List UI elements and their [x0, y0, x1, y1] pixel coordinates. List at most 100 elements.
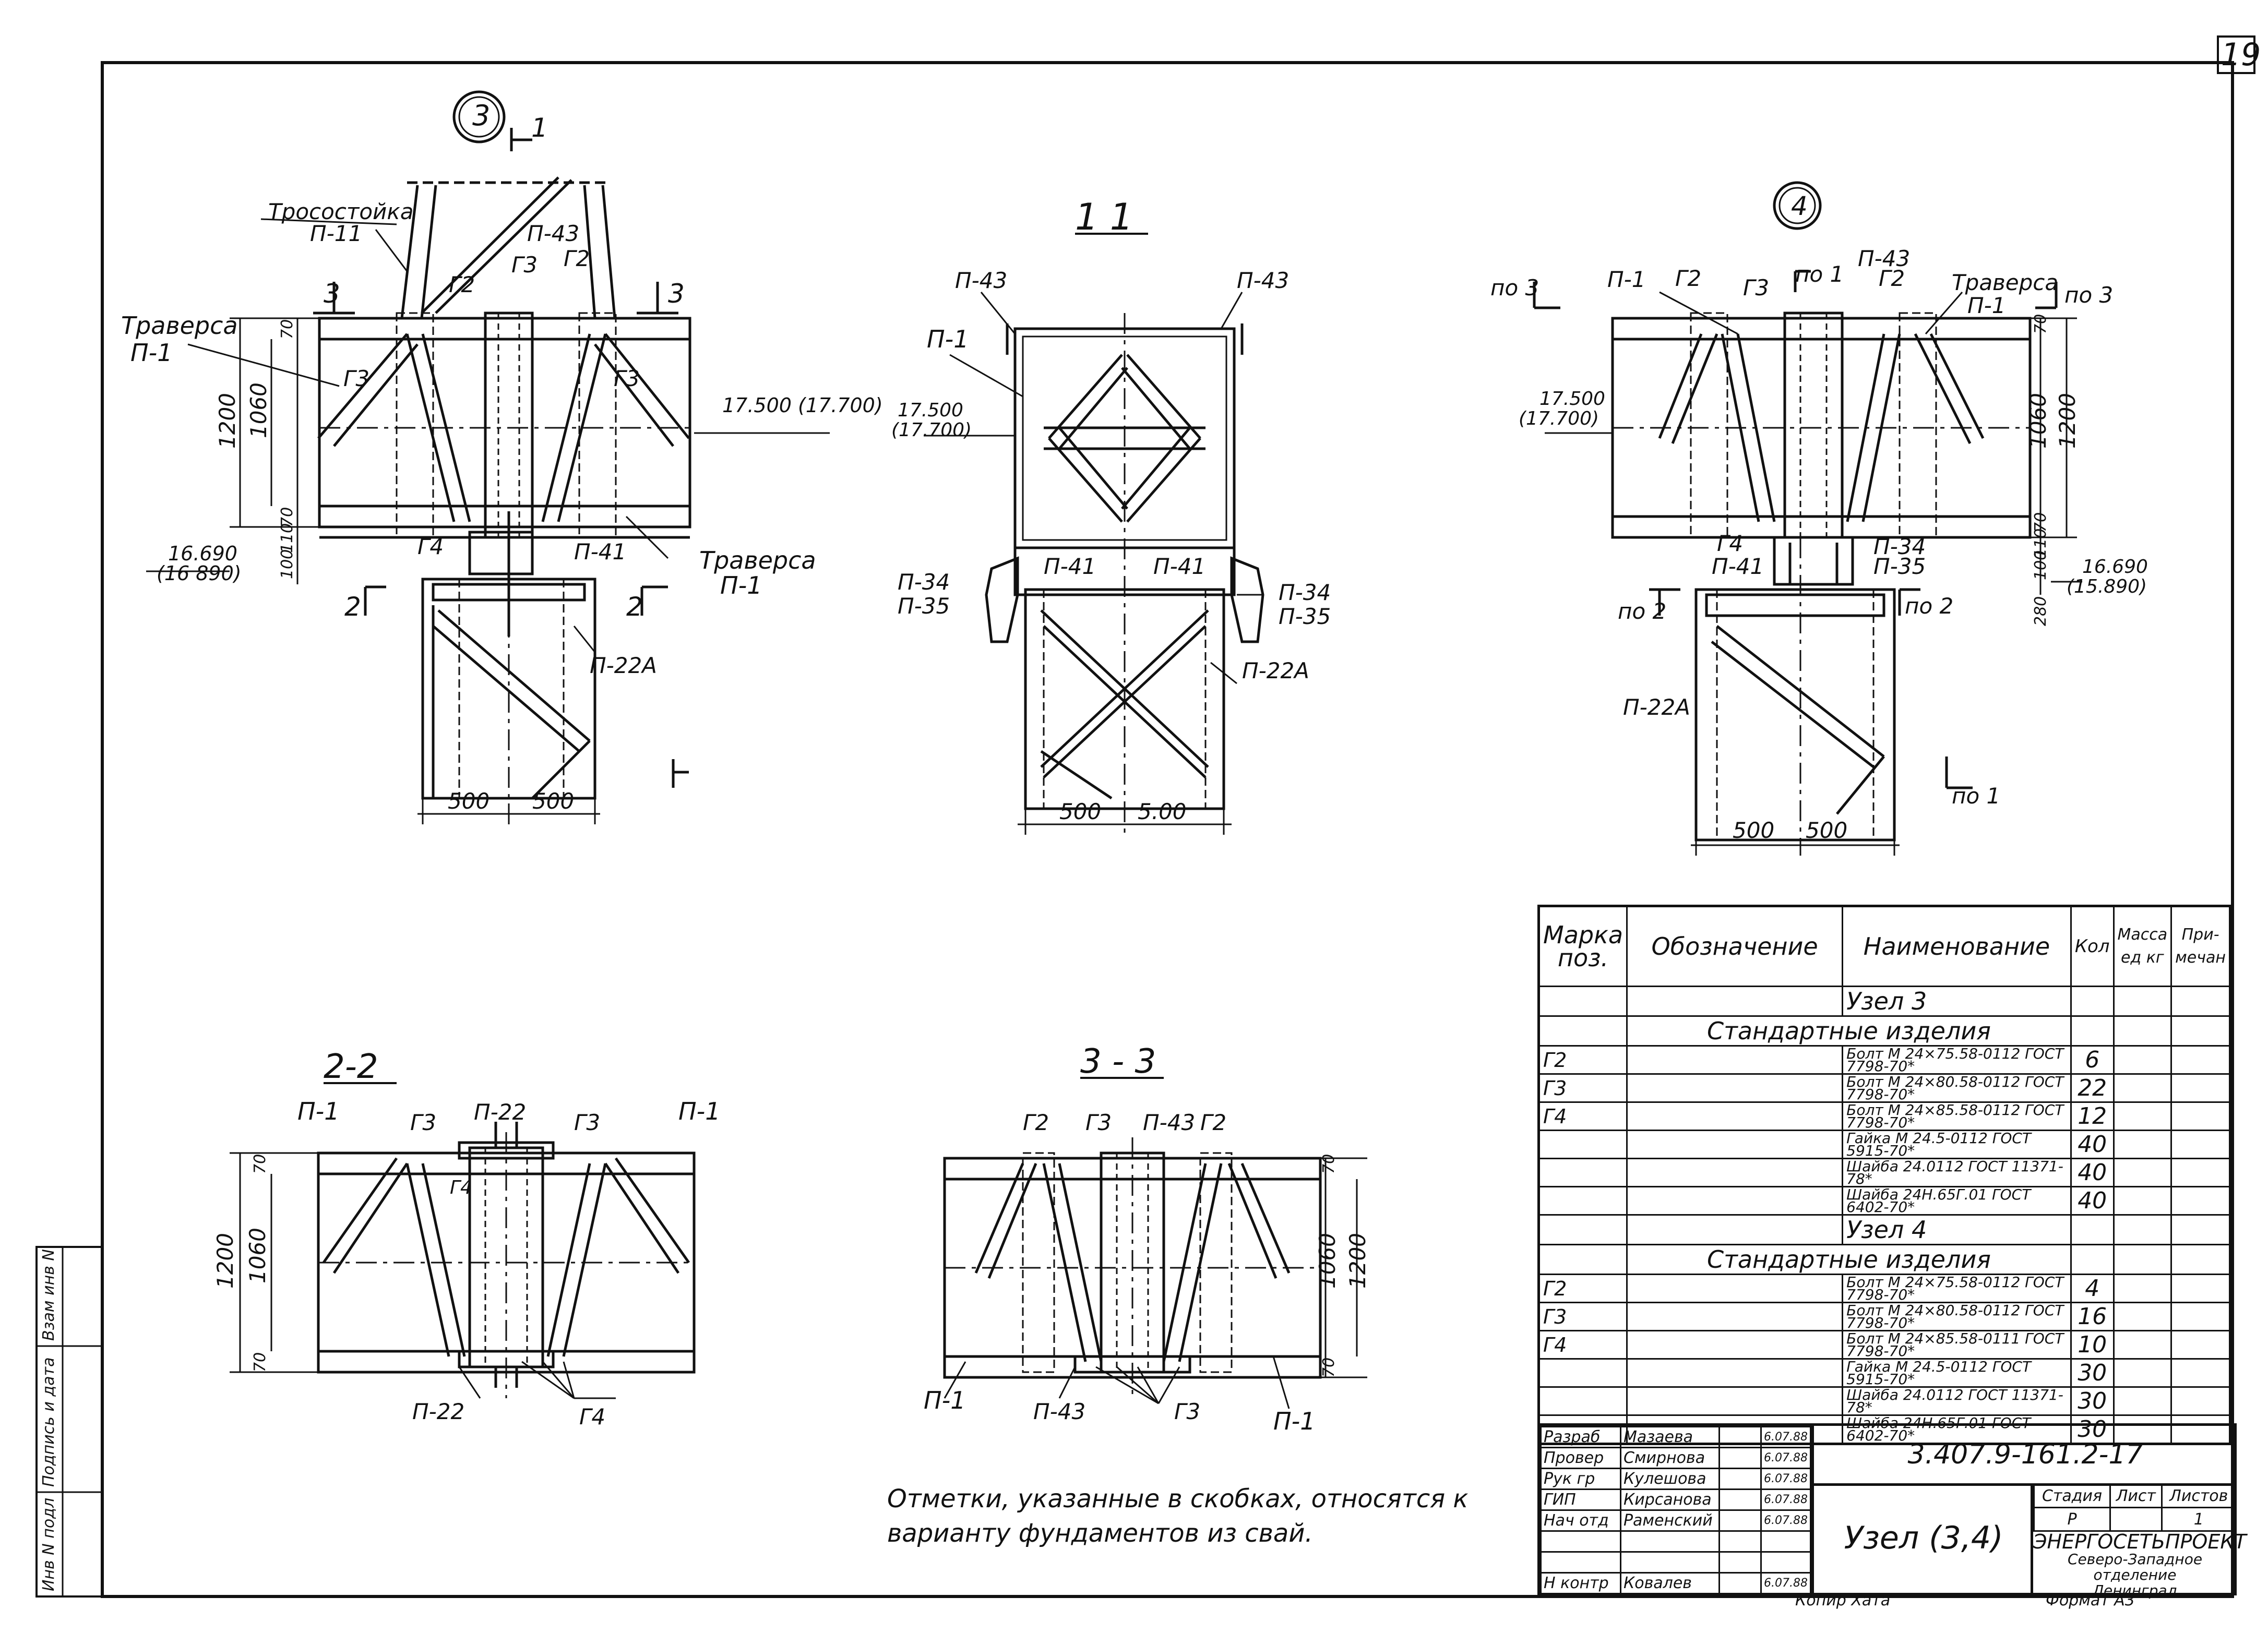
node3-traversa-bottom: Траверса	[699, 546, 816, 574]
section33-p1-left: П-1	[924, 1386, 965, 1414]
table-row: Шайба 24.0112 ГОСТ 11371-78*30	[1537, 1386, 2231, 1416]
section22-dim-1200: 1200	[212, 1233, 238, 1289]
section22-p1-left: П-1	[297, 1097, 339, 1125]
section11-title: 1 1	[1075, 196, 1133, 238]
spec-header-name: Наименование	[1842, 905, 2072, 987]
org-branch: Северо-Западное отделение	[2067, 1551, 2203, 1583]
node3-trosastoika-mark: П-11	[310, 221, 362, 246]
section22-g3-left: Г3	[410, 1110, 436, 1135]
node3-dim-500a: 500	[448, 788, 490, 814]
section33-g3: Г3	[1085, 1110, 1112, 1135]
section33-g3-bottom: Г3	[1174, 1399, 1200, 1424]
node3-g3-left: Г3	[343, 366, 369, 391]
section11-dim-500b: 5.00	[1138, 799, 1187, 824]
note-text: Отметки, указанные в скобках, относятся …	[887, 1484, 1469, 1548]
node4-po2-left: по 2	[1618, 598, 1666, 624]
section11-p1: П-1	[927, 325, 969, 353]
node4-circle-label: 4	[1791, 191, 1808, 221]
table-row	[1540, 1551, 1811, 1574]
section33-dim-1200: 1200	[1345, 1233, 1370, 1289]
side-stamp	[35, 1246, 103, 1598]
section33-dim-70a: 70	[1320, 1154, 1338, 1174]
table-row	[1540, 1530, 1811, 1553]
sheets-value: 1	[2160, 1507, 2237, 1532]
stage-value: Р	[2033, 1507, 2111, 1532]
node3-level-bottom-alt: (16 890)	[157, 562, 242, 585]
node3-cut3-left: 3	[324, 279, 340, 309]
spec-header-note: При-мечан	[2170, 905, 2231, 987]
node3-dim-70a: 70	[278, 319, 296, 339]
spec-header-qty: Кол	[2070, 905, 2115, 987]
section33-g2-right: Г2	[1200, 1110, 1226, 1135]
section11-p35-right: П-35	[1279, 604, 1331, 629]
table-row: Гайка М 24.5-0112 ГОСТ 5915-70*40	[1537, 1130, 2231, 1159]
section11-p43-left: П-43	[955, 268, 1007, 293]
node3-p41: П-41	[574, 539, 626, 565]
node3-level-bottom: 16.690	[168, 542, 237, 565]
section33-dim-70b: 70	[1320, 1358, 1338, 1377]
node4-p41: П-41	[1712, 554, 1764, 579]
node4-po3-right: по 3	[2064, 282, 2113, 308]
node4-dim-110a: 110	[2032, 529, 2050, 558]
section11-p41-left: П-41	[1044, 554, 1096, 579]
side-stamp-inv: Инв N подл	[40, 1497, 58, 1591]
node4-drawing	[1533, 181, 2082, 856]
spec-header-mark: Марка поз.	[1537, 905, 1628, 987]
node4-labels: 4 по 3 по 3 П-1 Г2 Г3 по 1 П-43 Г2 Траве…	[1490, 191, 2148, 843]
org-name: ЭНЕРГОСЕТЬПРОЕКТ	[2033, 1530, 2247, 1553]
section22-dim-70a: 70	[251, 1154, 269, 1174]
node3-traversa-label: Траверса	[121, 311, 238, 340]
node3-traversa-bottom-mark: П-1	[720, 571, 762, 599]
node4-p1-left: П-1	[1607, 267, 1645, 292]
table-row: Шайба 24.0112 ГОСТ 11371-78*40	[1537, 1158, 2231, 1187]
node4-g3: Г3	[1743, 275, 1769, 301]
node4-p22a: П-22А	[1623, 694, 1690, 720]
node3-g3-top: Г3	[511, 252, 538, 278]
sheet-value	[2109, 1507, 2163, 1532]
section22-g4-mid: Г4	[450, 1177, 472, 1198]
node4-dim-100: 100	[2032, 550, 2050, 580]
node3-p43: П-43	[527, 221, 579, 246]
section11-drawing	[924, 233, 1264, 835]
section22-p22-bottom: П-22	[412, 1399, 464, 1424]
sheet-number: 19	[2221, 37, 2261, 73]
node3-drawing	[146, 90, 830, 824]
section11-level: 17.500	[898, 400, 963, 421]
spec-group2-title: Узел 4	[1842, 1214, 2072, 1245]
node4-p35: П-35	[1873, 554, 1926, 579]
organization-block: ЭНЕРГОСЕТЬПРОЕКТ Северо-Западное отделен…	[2031, 1530, 2247, 1599]
node4-dim-280: 280	[2032, 596, 2050, 626]
section11-p22a: П-22А	[1242, 658, 1309, 683]
node3-cut3-right: 3	[668, 279, 685, 309]
node3-g2-b: Г2	[564, 246, 590, 271]
spec-header-mass: Масса ед кг	[2112, 905, 2172, 987]
node4-po1-top: по 1	[1795, 261, 1844, 287]
document-code: 3.407.9-161.2-17	[1811, 1426, 2237, 1486]
node4-po2-right: по 2	[1905, 593, 1953, 619]
section33-p1-right: П-1	[1273, 1407, 1315, 1435]
node4-p34: П-34	[1873, 534, 1926, 559]
node4-dim-70b: 70	[2032, 512, 2050, 532]
node3-level-top: 17.500 (17.700)	[722, 394, 883, 417]
section33-p43-bottom: П-43	[1033, 1399, 1085, 1424]
table-row: Гайка М 24.5-0112 ГОСТ 5915-70*30	[1537, 1358, 2231, 1388]
table-row: Шайба 24Н.65Г.01 ГОСТ 6402-70*40	[1537, 1186, 2231, 1216]
node3-dim-1060: 1060	[246, 382, 271, 438]
node3-g3-right: Г3	[614, 366, 640, 391]
section11-p34-right: П-34	[1279, 580, 1331, 605]
section11-p34-left: П-34	[898, 569, 950, 595]
section22-drawing	[230, 1082, 696, 1399]
section11-dim-500a: 500	[1059, 799, 1101, 824]
spec-group1-title: Узел 3	[1842, 986, 2072, 1017]
spec-group1-sub: Стандартные изделия	[1626, 1015, 2072, 1047]
node3-dim-500b: 500	[532, 788, 574, 814]
node3-traversa-mark: П-1	[130, 339, 172, 367]
node4-traversa: Траверса	[1952, 270, 2058, 295]
